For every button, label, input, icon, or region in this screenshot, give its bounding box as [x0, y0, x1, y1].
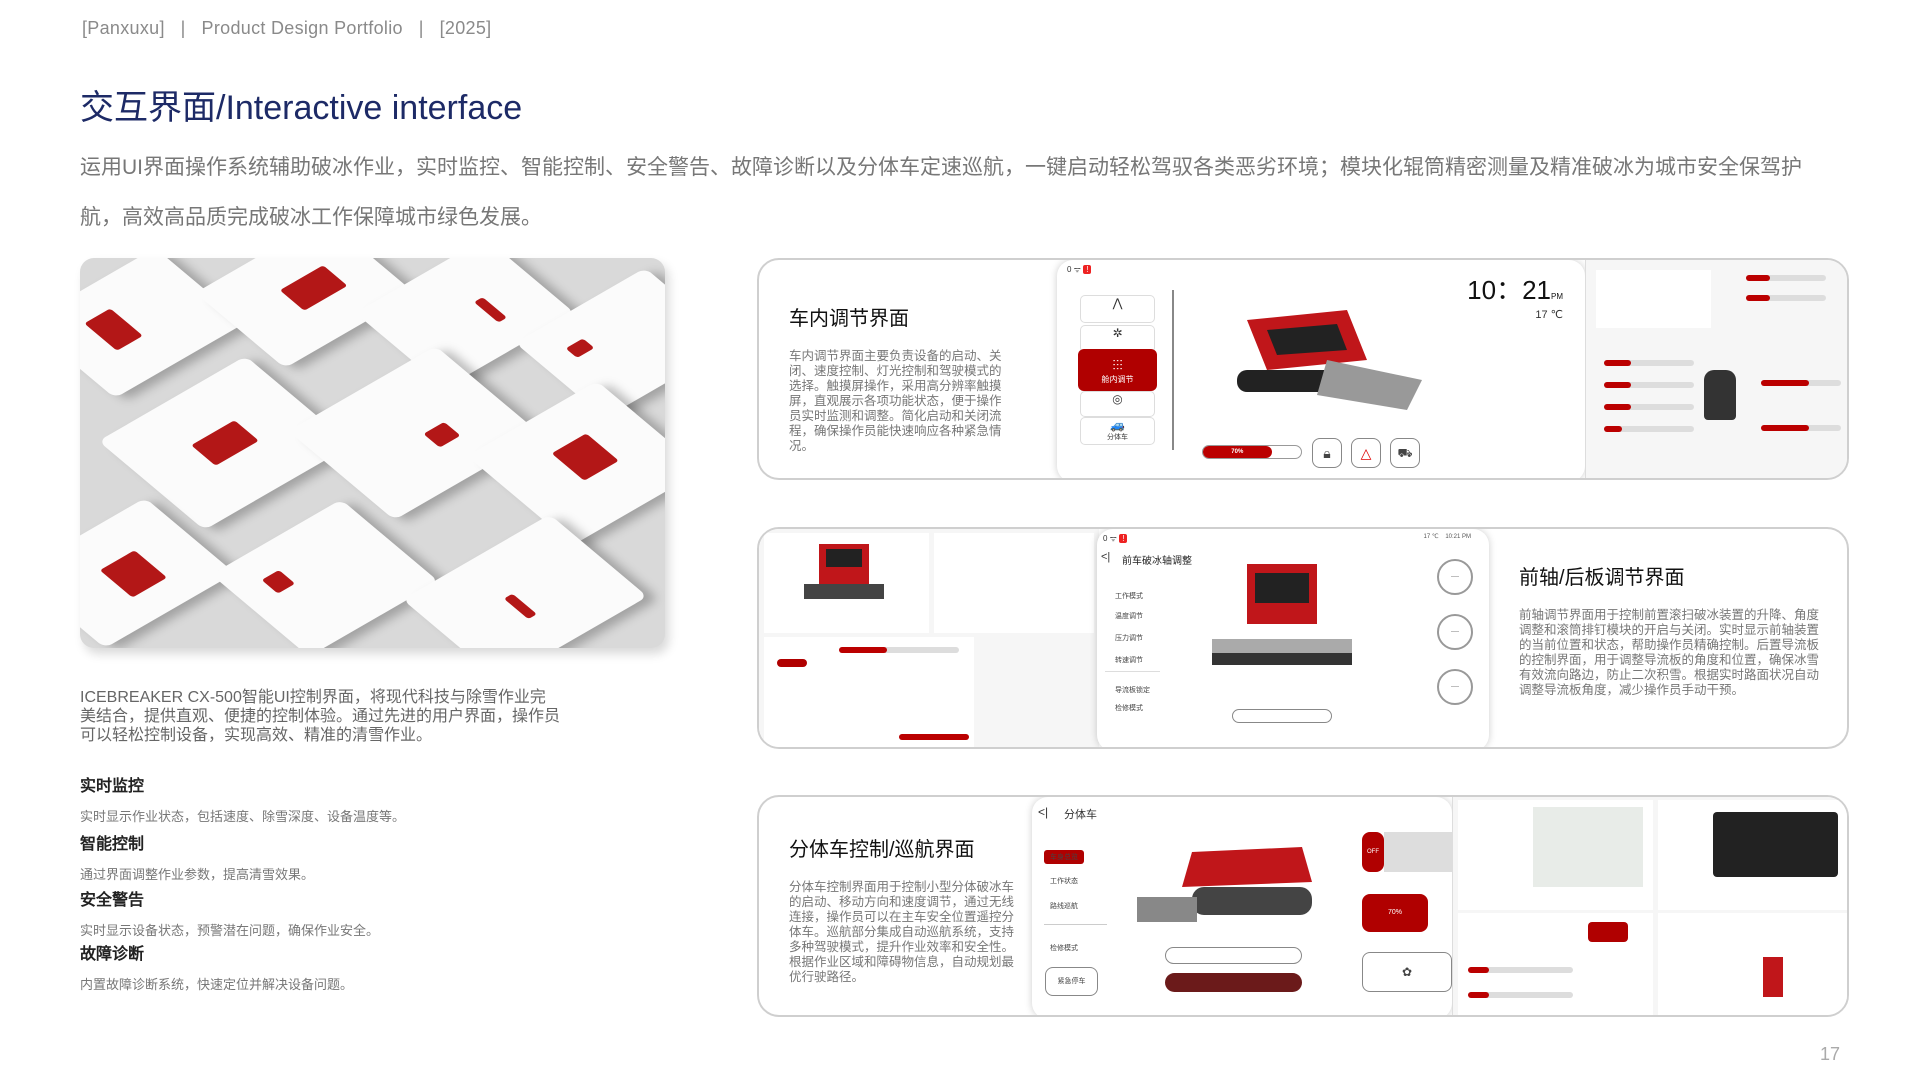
off-toggle[interactable]: OFF — [1362, 832, 1384, 872]
run-button[interactable] — [1232, 709, 1332, 723]
hazard-icon[interactable]: △ — [1351, 438, 1381, 468]
menu-item-split-vehicle[interactable]: 🚙 分体车 — [1080, 417, 1155, 445]
menu-item-overview[interactable]: 车身总览 — [1044, 850, 1084, 864]
menu-item[interactable]: 检修模式 — [1115, 705, 1143, 712]
panel-desc: 前轴调节界面用于控制前置滚扫破冰装置的升降、角度调整和滚筒排钉模块的开启与关闭。… — [1519, 608, 1820, 697]
split-vehicle-screen: <| 分体车 车身总览 工作状态 路线巡航 检修模式 紧急停车 OFF 70% … — [1032, 797, 1452, 1015]
product-description: ICEBREAKER CX-500智能UI控制界面，将现代科技与除雪作业完美结合… — [80, 689, 561, 744]
battery-indicator: 70% — [1362, 894, 1428, 932]
menu-item[interactable]: 温度调节 — [1115, 613, 1143, 620]
start-button[interactable] — [1165, 947, 1302, 964]
tablet-mosaic-image — [80, 258, 665, 648]
icebreaker-front-image — [1212, 564, 1352, 665]
page-number: 17 — [1819, 1044, 1840, 1064]
panel-axle-plate-adjustment: 0 ᯤ ! 17 ℃ 10:21 PM <| 前车破冰轴调整 工作模式 温度调节… — [757, 527, 1849, 749]
rear-door-button[interactable] — [1165, 973, 1302, 992]
vehicle-front-image — [804, 544, 884, 599]
seat-settings-screens — [1585, 260, 1847, 478]
menu-item[interactable]: 检修模式 — [1050, 945, 1078, 952]
menu-item[interactable]: 压力调节 — [1115, 635, 1143, 642]
feature-desc: 通过界面调整作业参数，提高清雪效果。 — [80, 867, 315, 882]
menu-item[interactable]: 路线巡航 — [1050, 903, 1078, 910]
menu-item[interactable]: 工作状态 — [1050, 878, 1078, 885]
status-bar: 0 ᯤ ! — [1067, 264, 1092, 275]
feature-fault-diagnosis: 故障诊断内置故障诊断系统，快速定位并解决设备问题。 — [80, 940, 353, 993]
split-vehicle-top-view — [1763, 957, 1783, 997]
emergency-stop-button[interactable]: 紧急停车 — [1045, 967, 1098, 996]
panel-title: 分体车控制/巡航界面 — [789, 839, 975, 861]
cabin-screen: 0 ᯤ ! ⋀ ✲ ⫶⫶⫶舱内调节 ◎ 🚙分体车 10：21PM 17 ℃ 70… — [1057, 260, 1585, 478]
menu-item[interactable]: 工作模式 — [1115, 593, 1143, 600]
battery-bar: 70% — [1202, 445, 1302, 459]
back-button[interactable]: <| — [1038, 805, 1049, 819]
clock-time: 10：21 — [1467, 275, 1551, 305]
seat-icon — [1704, 370, 1736, 420]
front-axle-screen: 0 ᯤ ! 17 ℃ 10:21 PM <| 前车破冰轴调整 工作模式 温度调节… — [1097, 529, 1489, 747]
clock: 10:21 PM — [1445, 534, 1471, 540]
status-bar: 0 ᯤ ! — [1103, 533, 1128, 544]
feature-desc: 内置故障诊断系统，快速定位并解决设备问题。 — [80, 977, 354, 992]
map-image — [1533, 807, 1643, 887]
panel-split-vehicle-cruise: 分体车控制/巡航界面分体车控制界面用于控制小型分体破冰车的启动、移动方向和速度调… — [757, 795, 1849, 1017]
work-mode-screens — [759, 529, 1099, 747]
sliders-icon: ⫶⫶⫶ — [1112, 357, 1123, 373]
panel-title: 前轴/后板调节界面 — [1519, 567, 1685, 589]
panel-cabin-adjustment: 车内调节界面车内调节界面主要负责设备的启动、关闭、速度控制、灯光控制和驾驶模式的… — [757, 258, 1849, 480]
menu-item-fingerprint[interactable]: ◎ — [1080, 391, 1155, 417]
split-vehicle-icon[interactable]: ⛟ — [1390, 438, 1420, 468]
icebreaker-vehicle-image — [1237, 310, 1422, 410]
feature-title: 安全警告 — [80, 892, 145, 909]
feature-title: 故障诊断 — [80, 946, 145, 963]
page-title: 交互界面/Interactive interface — [80, 89, 523, 127]
menu-item-front-axle[interactable]: ⋀ — [1080, 295, 1155, 323]
gauge-depth: ---- — [1437, 614, 1473, 650]
feature-title: 智能控制 — [80, 836, 145, 853]
gauge-rpm: ---- — [1437, 559, 1473, 595]
menu-label: 分体车 — [1107, 434, 1128, 441]
feature-safety-warning: 安全警告实时显示设备状态，预警潜在问题，确保作业安全。 — [80, 886, 379, 939]
menu-label: 舱内调节 — [1101, 375, 1134, 384]
clock: 10：21PM — [1467, 270, 1563, 307]
camera-feed — [1713, 812, 1838, 877]
feature-desc: 实时显示作业状态，包括速度、除雪深度、设备温度等。 — [80, 809, 406, 824]
feature-smart-control: 智能控制通过界面调整作业参数，提高清雪效果。 — [80, 830, 314, 883]
portfolio-header: [Panxuxu] | Product Design Portfolio | [… — [82, 18, 492, 38]
intro-paragraph: 运用UI界面操作系统辅助破冰作业，实时监控、智能控制、安全警告、故障诊断以及分体… — [80, 156, 1802, 229]
car-icon: 🚙 — [1110, 418, 1125, 432]
settings-icon[interactable]: ✿ — [1362, 952, 1452, 992]
split-vehicle-image — [1137, 847, 1312, 922]
feature-title: 实时监控 — [80, 778, 145, 795]
temperature: 17 ℃ — [1423, 534, 1439, 540]
feature-realtime-monitoring: 实时监控实时显示作业状态，包括速度、除雪深度、设备温度等。 — [80, 772, 405, 825]
temperature: 17 ℃ — [1535, 309, 1563, 321]
menu-item-cabin[interactable]: ⫶⫶⫶ 舱内调节 — [1078, 349, 1157, 391]
back-button[interactable]: <| — [1101, 551, 1111, 563]
panel-title: 车内调节界面 — [789, 308, 909, 330]
screen-title: 分体车 — [1064, 809, 1097, 821]
lock-icon[interactable]: 🔒︎ — [1312, 438, 1342, 468]
clock-ampm: PM — [1551, 292, 1563, 301]
menu-item[interactable]: 转速调节 — [1115, 657, 1143, 664]
gauge-pressure: ---- — [1437, 669, 1473, 705]
panel-desc: 分体车控制界面用于控制小型分体破冰车的启动、移动方向和速度调节，通过无线连接，操… — [789, 880, 1015, 984]
battery-value: 70% — [1203, 446, 1272, 458]
panel-desc: 车内调节界面主要负责设备的启动、关闭、速度控制、灯光控制和驾驶模式的选择。触摸屏… — [789, 349, 1002, 453]
feature-desc: 实时显示设备状态，预警潜在问题，确保作业安全。 — [80, 923, 380, 938]
screen-title: 前车破冰轴调整 — [1122, 556, 1192, 567]
menu-item[interactable]: 导流板锁定 — [1115, 687, 1150, 694]
cruise-map-screens — [1452, 797, 1847, 1015]
